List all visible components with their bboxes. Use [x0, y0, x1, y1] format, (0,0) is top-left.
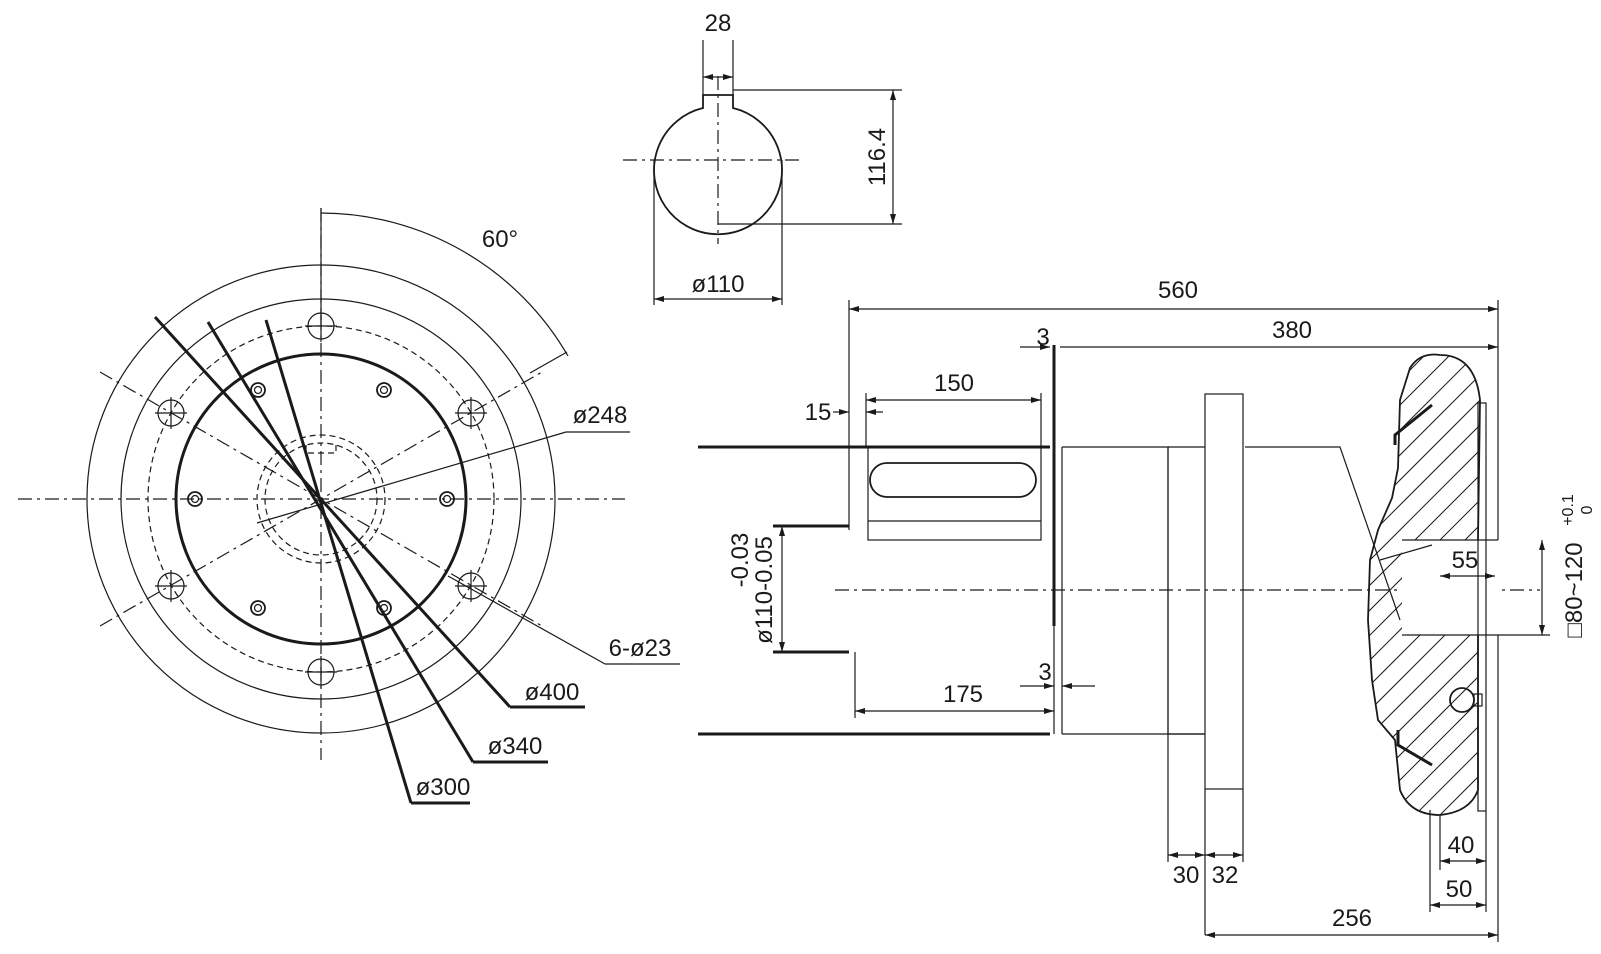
body-bolt	[250, 382, 266, 398]
dia340-leader	[206, 321, 475, 763]
flange-30-label: 30	[1173, 862, 1200, 889]
reducer-side-view: 560 380 3 150 15 -0.03 ø110-0.05 175 3 5…	[698, 277, 1596, 942]
length-40-label: 40	[1448, 832, 1475, 859]
mounting-flange	[1204, 393, 1244, 790]
gap-3-top-label: 3	[1036, 324, 1049, 351]
dia300-label: ø300	[416, 774, 471, 801]
body-bolt	[376, 382, 392, 398]
key-width-label: 28	[705, 10, 732, 37]
flange-hole	[305, 656, 337, 688]
dia248-leader	[256, 431, 567, 524]
holes-leader	[447, 575, 606, 665]
output-seal-top	[1393, 403, 1433, 445]
dia400-label: ø400	[525, 679, 580, 706]
output-housing	[1367, 353, 1481, 816]
flange-hole	[155, 570, 187, 602]
output-chamfer	[1379, 544, 1433, 561]
key-length-label: 150	[934, 370, 974, 397]
body-bolt	[250, 600, 266, 616]
length-50-label: 50	[1446, 876, 1473, 903]
length-380-label: 380	[1272, 317, 1312, 344]
gap-3-bottom-label: 3	[1038, 659, 1051, 686]
body-bolt	[439, 491, 455, 507]
shaft-key	[867, 446, 1042, 541]
length-175-label: 175	[943, 681, 983, 708]
output-cover-strip	[1477, 402, 1487, 812]
dia248-label: ø248	[573, 402, 628, 429]
drain-plug-head	[1473, 693, 1483, 707]
shaft-tol-label: ø110-0.05	[751, 536, 778, 644]
flange-holes	[155, 310, 487, 688]
key-depth-label: 116.4	[864, 128, 891, 186]
flange-hole	[155, 397, 187, 429]
keyway-slot	[869, 462, 1037, 498]
output-bore	[1402, 540, 1498, 635]
drain-plug	[1449, 687, 1475, 713]
housing-taper	[1245, 446, 1401, 621]
square-range-label: □80~120	[1561, 542, 1588, 637]
body-bolt	[187, 491, 203, 507]
dia300-leader	[264, 319, 413, 804]
holes-label: 6-ø23	[609, 635, 672, 662]
angle-arc	[320, 212, 569, 357]
angle-ext-diagonal	[529, 351, 568, 374]
output-seal-bottom	[1396, 730, 1433, 767]
length-256-label: 256	[1332, 905, 1372, 932]
body-bolts	[187, 382, 455, 616]
keyway-section-view: 28 116.4 ø110	[623, 10, 902, 305]
flange-32-label: 32	[1212, 862, 1239, 889]
offset-15-label: 15	[805, 399, 832, 426]
shaft-dia-label: ø110	[692, 271, 745, 298]
dia400-leader	[153, 315, 512, 709]
dia340-label: ø340	[488, 733, 543, 760]
total-length-label: 560	[1158, 277, 1198, 304]
tol-upper-label: -0.03	[727, 533, 754, 588]
length-55-label: 55	[1452, 547, 1479, 574]
keyway-profile	[653, 94, 783, 236]
square-tol-zero-label: 0	[1579, 505, 1596, 514]
flange-hole	[455, 570, 487, 602]
square-tol-plus-label: +0.1	[1560, 494, 1577, 526]
flange-front-view: 60° ø248 6-ø23 ø400 ø340 ø300	[18, 208, 680, 805]
angle-label: 60°	[482, 226, 518, 253]
flange-hole	[455, 397, 487, 429]
